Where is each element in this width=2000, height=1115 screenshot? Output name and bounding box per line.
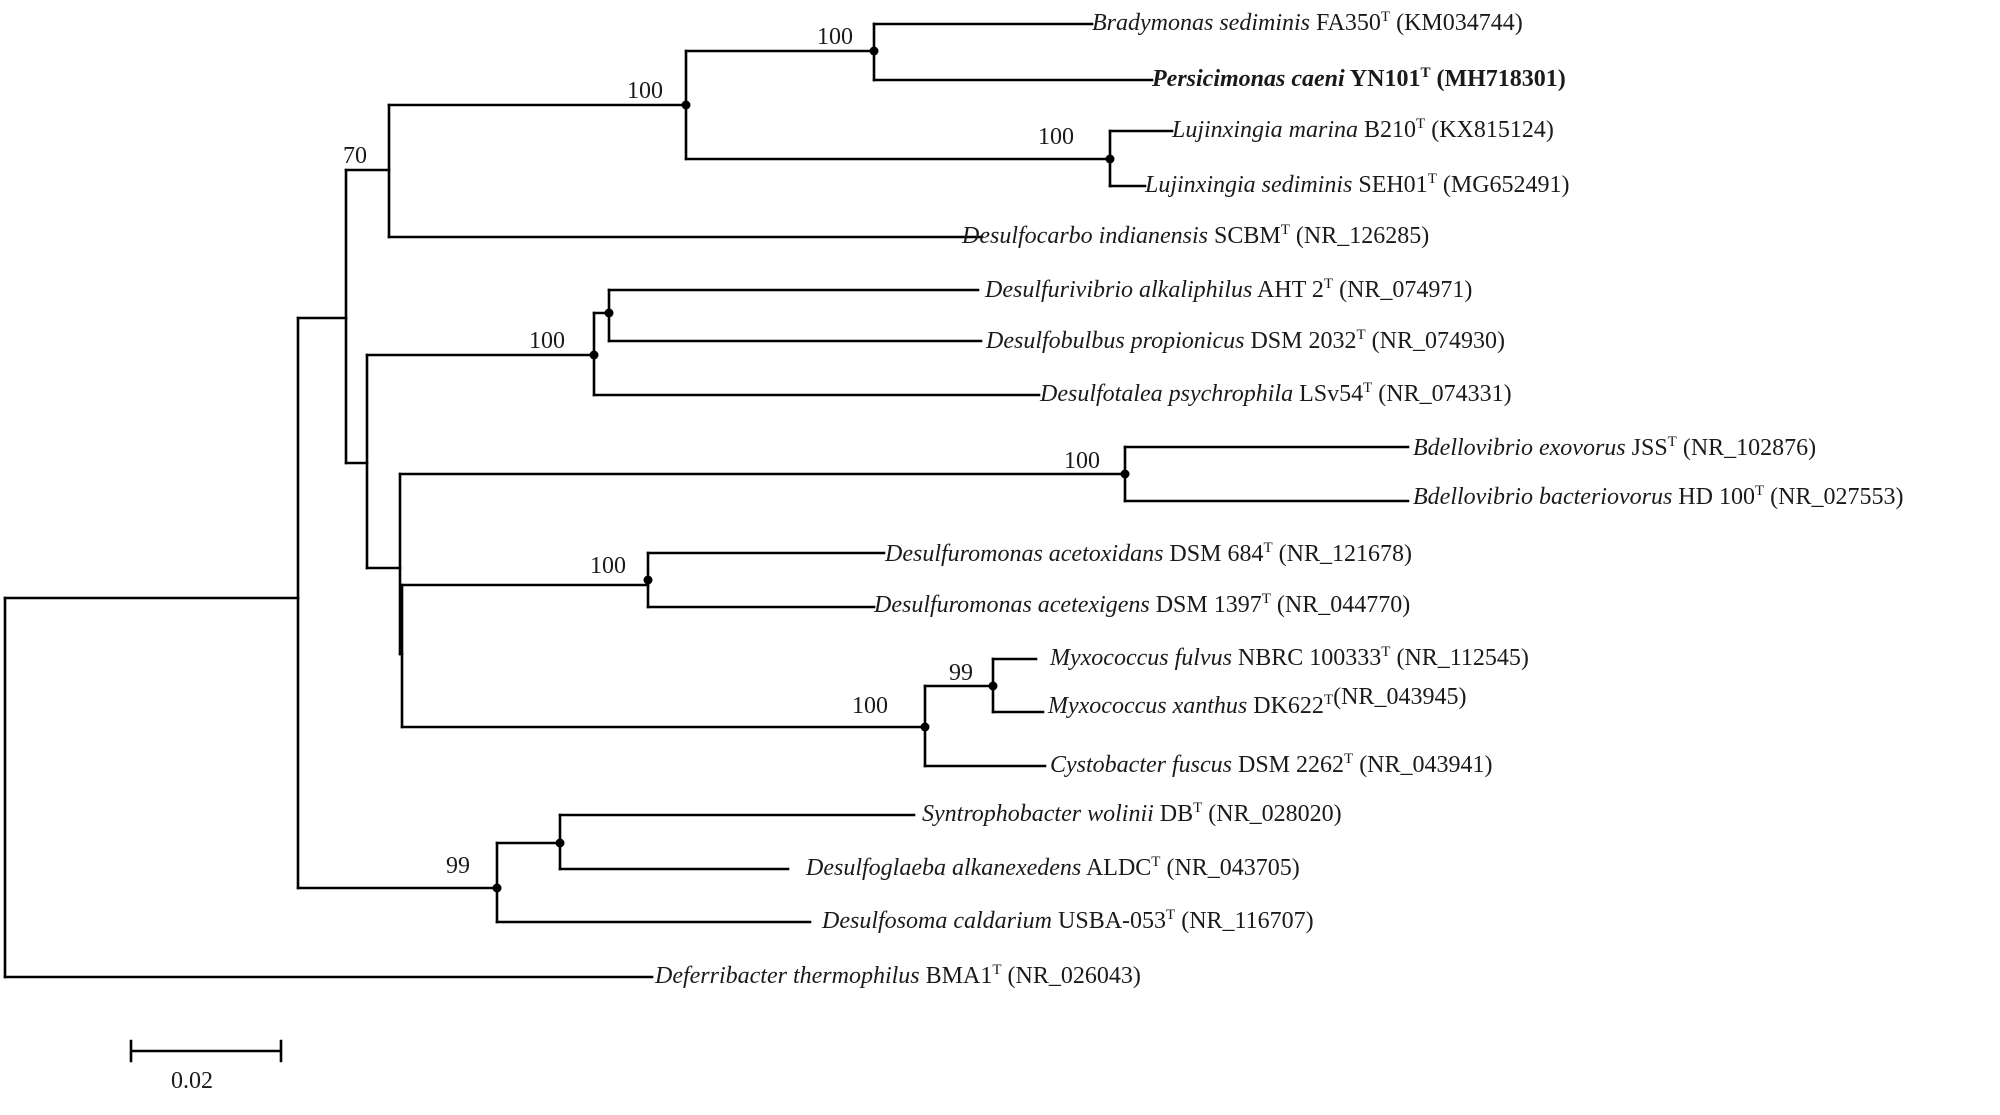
bootstrap-value: 100 — [817, 24, 853, 50]
taxon-labels: Bradymonas sediminis FA350T (KM034744) P… — [654, 9, 1903, 989]
scale-bar: 0.02 — [129, 1039, 283, 1094]
bootstrap-value: 99 — [446, 853, 470, 879]
taxon-label: Lujinxingia marina B210T (KX815124) — [1171, 116, 1554, 143]
node-dot — [555, 838, 565, 848]
bootstrap-value: 100 — [627, 78, 663, 104]
taxon-label: Desulfosoma caldarium USBA-053T (NR_1167… — [821, 907, 1314, 934]
scale-bar-line — [129, 1039, 283, 1063]
tree-branches — [3, 22, 1410, 979]
bootstrap-value: 100 — [529, 328, 565, 354]
scale-bar-label: 0.02 — [171, 1068, 213, 1094]
taxon-label: Desulfurivibrio alkaliphilus AHT 2T (NR_… — [984, 276, 1472, 303]
taxon-label: Syntrophobacter wolinii DBT (NR_028020) — [922, 800, 1342, 827]
taxon-label: Myxococcus fulvus NBRC 100333T (NR_11254… — [1049, 644, 1529, 671]
node-dot — [988, 681, 998, 691]
node-dot — [604, 308, 614, 318]
bootstrap-value: 100 — [1038, 124, 1074, 150]
taxon-label: Bdellovibrio exovorus JSST (NR_102876) — [1413, 434, 1816, 461]
taxon-label: Desulfuromonas acetexigens DSM 1397T (NR… — [873, 591, 1410, 618]
node-markers — [492, 46, 1130, 893]
taxon-label: Cystobacter fuscus DSM 2262T (NR_043941) — [1050, 751, 1493, 778]
node-dot — [920, 722, 930, 732]
taxon-label: Desulfobulbus propionicus DSM 2032T (NR_… — [985, 327, 1505, 354]
taxon-label: Deferribacter thermophilus BMA1T (NR_026… — [654, 962, 1141, 989]
taxon-label: Lujinxingia sediminis SEH01T (MG652491) — [1144, 171, 1570, 198]
node-dot — [589, 350, 599, 360]
node-dot — [1120, 469, 1130, 479]
node-dot — [869, 46, 879, 56]
node-dot — [492, 883, 502, 893]
taxon-label: Desulfuromonas acetoxidans DSM 684T (NR_… — [884, 540, 1412, 567]
taxon-label: Desulfocarbo indianensis SCBMT (NR_12628… — [961, 222, 1429, 249]
bootstrap-value: 100 — [590, 553, 626, 579]
node-dot — [681, 100, 691, 110]
taxon-label: Bdellovibrio bacteriovorus HD 100T (NR_0… — [1413, 483, 1903, 510]
taxon-label: Bradymonas sediminis FA350T (KM034744) — [1092, 9, 1523, 36]
node-dot — [643, 575, 653, 585]
bootstrap-value: 100 — [1064, 448, 1100, 474]
bootstrap-value: 99 — [949, 660, 973, 686]
taxon-label-highlighted: Persicimonas caeni YN101T (MH718301) — [1151, 65, 1566, 92]
node-dot — [1105, 154, 1115, 164]
bootstrap-value: 70 — [343, 143, 367, 169]
bootstrap-value: 100 — [852, 693, 888, 719]
taxon-label: Myxococcus xanthus DK622T(NR_043945) — [1047, 684, 1466, 719]
taxon-label: Desulfoglaeba alkanexedens ALDCT (NR_043… — [805, 854, 1300, 881]
bootstrap-values: 100 100 100 70 100 100 100 99 100 99 — [343, 24, 1100, 879]
taxon-label: Desulfotalea psychrophila LSv54T (NR_074… — [1039, 380, 1512, 407]
